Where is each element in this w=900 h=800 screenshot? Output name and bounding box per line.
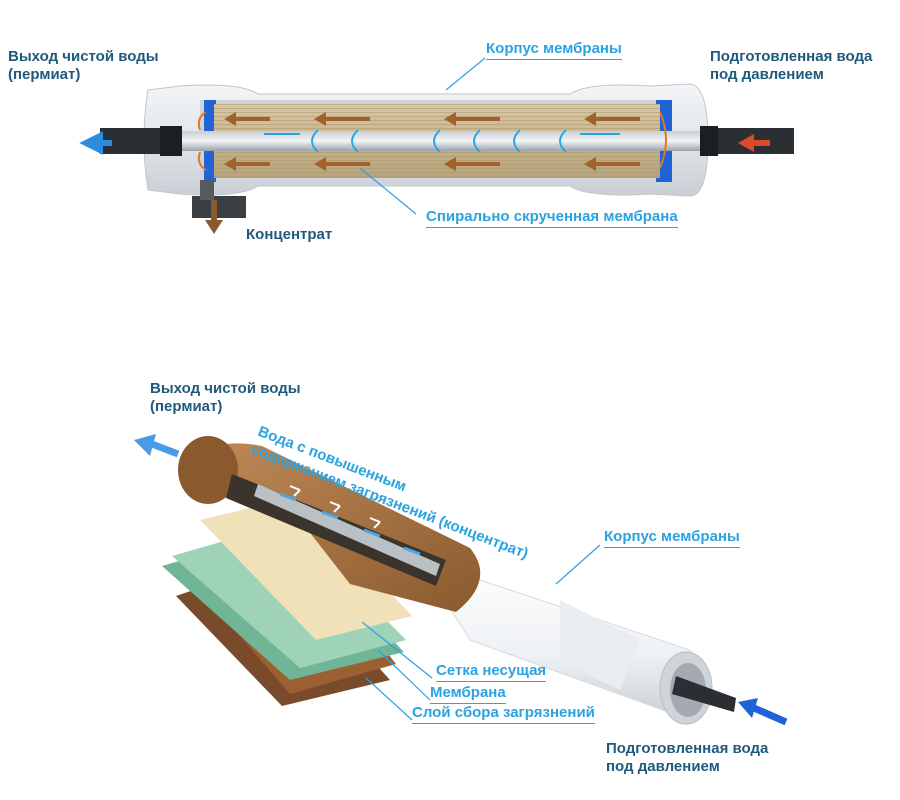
dirt-layer-label: Слой сбора загрязнений (412, 704, 595, 724)
carrier-mesh-sheet (200, 496, 412, 640)
feed-in-arrow-bottom (752, 704, 788, 726)
concentrate-outlet (192, 196, 246, 218)
leader-housing-top (445, 57, 486, 91)
membrane-label: Мембрана (430, 684, 506, 704)
permeate-out-arrow (79, 131, 112, 155)
leader-mesh (361, 621, 433, 679)
top-spiral-label: Спирально скрученная мембрана (426, 208, 678, 228)
brown-flow-upper (224, 112, 640, 126)
bottom-cutaway (134, 434, 788, 726)
bottom-feed-line2: под давлением (606, 758, 720, 775)
bottom-feed-line1: Подготовленная вода (606, 740, 769, 757)
leader-spiral (359, 167, 417, 215)
permeate-tube (254, 484, 440, 576)
bottom-housing-label: Корпус мембраны (604, 528, 740, 548)
top-permeate-label: Выход чистой воды (пермиат) (8, 48, 159, 84)
permeate-out-arrow-bottom (150, 440, 180, 458)
top-housing-label: Корпус мембраны (486, 40, 622, 60)
carrier-mesh-label: Сетка несущая (436, 662, 547, 682)
top-permeate-line2: (пермиат) (8, 66, 81, 83)
central-tube (150, 131, 710, 151)
bottom-permeate-line2: (пермиат) (150, 398, 223, 415)
bottom-permeate-line1: Выход чистой воды (150, 380, 301, 397)
brown-flow-lower (224, 157, 640, 171)
blue-flow-arcs (264, 129, 620, 153)
top-permeate-line1: Выход чистой воды (8, 48, 159, 65)
top-feed-label: Подготовленная вода под давлением (710, 48, 872, 84)
top-cross-section (79, 57, 794, 234)
bottom-feed-label: Подготовленная вода под давлением (606, 740, 768, 776)
bottom-permeate-label: Выход чистой воды (пермиат) (150, 380, 301, 416)
inlet-nozzle (672, 676, 736, 712)
top-feed-line1: Подготовленная вода (710, 48, 873, 65)
top-feed-line2: под давлением (710, 66, 824, 83)
leader-dirt (365, 677, 413, 721)
tube-flow-arrows (279, 492, 421, 556)
leader-housing-bottom (555, 544, 601, 585)
top-concentrate-label: Концентрат (246, 226, 333, 243)
leader-membrane (377, 649, 431, 701)
